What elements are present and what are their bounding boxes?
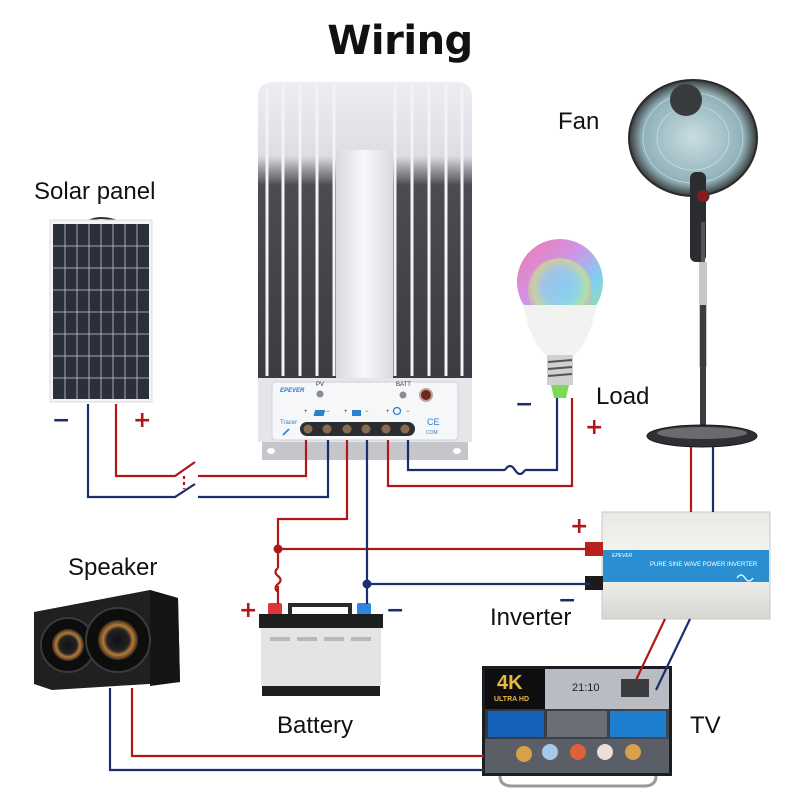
pv-led [316, 390, 324, 398]
terminal-screws [303, 424, 410, 434]
mount-hole-left [267, 448, 275, 454]
battery-negative-sign: − [386, 598, 405, 623]
wire-load-negative-a [406, 440, 505, 472]
diagram-title: Wiring [327, 18, 473, 64]
speaker-label: Speaker [68, 554, 158, 581]
batt-led-label: BATT [396, 382, 411, 388]
solar-positive-sign: + [133, 408, 152, 433]
battery [259, 603, 383, 696]
battery-terminal-positive: + [344, 409, 348, 415]
pv-terminal-positive: + [304, 409, 308, 415]
battery-positive-sign: + [239, 598, 258, 623]
com-port-label: COM [426, 430, 438, 436]
wrench-icon [282, 428, 290, 436]
tv-app-icons [516, 744, 641, 762]
inverter-label: Inverter [490, 604, 572, 631]
wire-load-positive [386, 398, 574, 488]
charge-controller [258, 82, 472, 460]
speaker [34, 590, 180, 690]
load-terminal-positive: + [386, 409, 390, 415]
heatsink-fins [265, 84, 464, 376]
fan-hub [670, 84, 702, 116]
inverter-negative-sign: − [558, 588, 577, 613]
load-positive-sign: + [585, 415, 604, 440]
inverter-panel-text: PURE SINE WAVE POWER INVERTER [650, 562, 758, 568]
inverter-negative-terminal [585, 576, 603, 590]
wire-solar-positive [114, 404, 196, 478]
junction-positive [273, 544, 283, 554]
bulb-thread [547, 359, 573, 377]
wire-pv-positive [198, 440, 308, 478]
solar-panel [49, 217, 153, 403]
tv-ultra-hd: ULTRA HD [494, 696, 529, 703]
wire-tv-negative [655, 618, 691, 691]
wire-solar-negative [86, 404, 196, 499]
inverter-positive-sign: + [570, 514, 589, 539]
wire-batt-positive [276, 440, 349, 568]
junction-negative [362, 579, 372, 589]
solar-panel-icon [313, 410, 326, 416]
mount-hole-right [453, 448, 461, 454]
load-fuse [504, 464, 526, 476]
battery-fuse [274, 567, 282, 593]
wire-speaker-positive [130, 688, 484, 758]
solar-cell-grid [53, 224, 149, 399]
load-terminal-negative: − [406, 409, 410, 415]
wires [86, 398, 715, 772]
load-negative-sign: − [515, 392, 534, 417]
battery-label: Battery [277, 712, 354, 739]
wire-pv-negative [198, 440, 330, 499]
television [482, 666, 672, 788]
batt-led [399, 391, 407, 399]
tv-stand [498, 775, 658, 788]
fan-label: Fan [558, 108, 600, 135]
battery-negative-terminal [357, 603, 371, 615]
sine-wave-icon [736, 574, 754, 582]
standing-fan [628, 79, 758, 448]
inverter-brand: EPEVER [612, 553, 633, 559]
wire-speaker-negative [108, 688, 484, 772]
battery-vent-caps [270, 637, 371, 641]
tv-4k-badge: 4K [497, 672, 523, 694]
solar-negative-sign: − [52, 408, 71, 433]
battery-terminal-negative: − [365, 409, 369, 415]
bulb-icon [392, 406, 402, 416]
battery-positive-terminal [268, 603, 282, 615]
ce-mark: CE [427, 417, 440, 427]
terminal-block [300, 422, 415, 436]
tv-clock: 21:10 [572, 682, 600, 694]
controller-button [419, 388, 433, 402]
tv-screen-device [621, 679, 649, 697]
wire-tv-positive [635, 618, 666, 681]
tv-label: TV [690, 712, 721, 739]
load-label: Load [596, 383, 650, 410]
wire-load-negative-b [525, 398, 559, 472]
light-bulb [517, 239, 603, 398]
inverter-band [603, 550, 769, 582]
battery-icon [352, 410, 361, 416]
controller-model: Tracer [280, 420, 298, 426]
pv-led-label: PV [316, 382, 325, 388]
pv-terminal-negative: − [326, 409, 330, 415]
controller-brand: EPEVER [280, 388, 305, 394]
inverter-positive-terminal [585, 542, 603, 556]
solar-panel-label: Solar panel [34, 178, 156, 205]
inverter [585, 511, 771, 620]
